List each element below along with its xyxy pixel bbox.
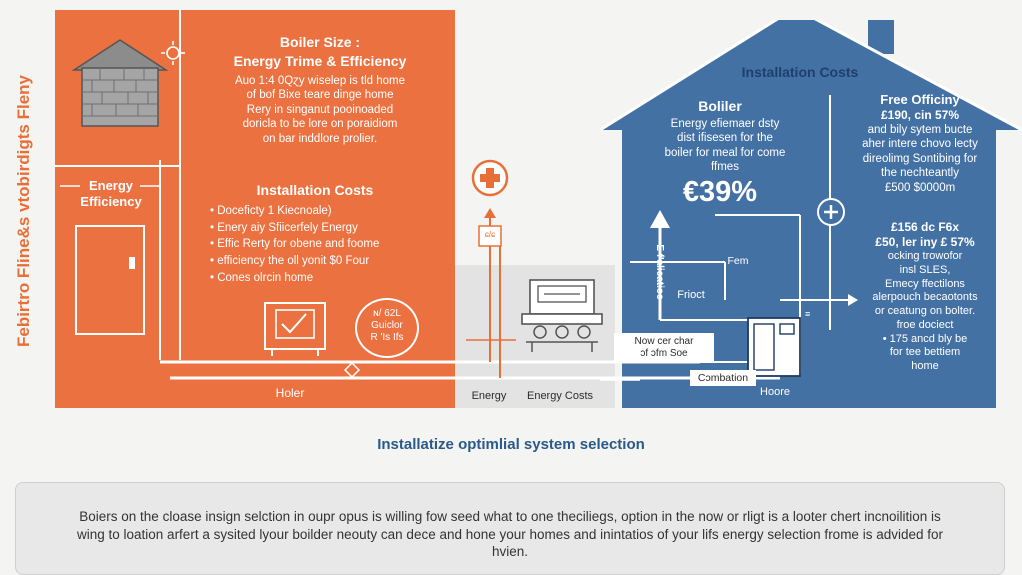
home-label: Hoore	[760, 386, 790, 398]
boiler-size-subtitle: Energy Trime & Efficiency	[233, 53, 407, 69]
free-line: £500 $0000m	[884, 181, 956, 194]
free-line: aher intere chovo lecty	[862, 138, 978, 151]
combination-label-box: Cɔmbation	[690, 370, 756, 386]
unit-tag: ≡	[805, 309, 811, 319]
energy-efficiency-line2: Efficiency	[80, 194, 142, 210]
energy-label: Energy	[471, 390, 507, 402]
boiler-description: Energy efiemaer dsty dist ifisesen for t…	[640, 117, 810, 175]
boiler-size-line: on bar inddlore prolier.	[262, 132, 378, 145]
costs-line: for tee bettiem	[889, 346, 961, 359]
house-shape	[600, 20, 1022, 408]
installation-bullet: • Enery aiy Sfiicerfely Energy	[210, 221, 358, 234]
boiler-size-line: Rery in singanut pooinoaded	[246, 103, 394, 116]
badge-text: ɴ/ 62L Guiclor R 'Is Ifs	[355, 308, 419, 344]
boiler-line: Energy efiemaer dsty	[670, 118, 780, 130]
fem-label: Fem	[727, 255, 749, 267]
costs-line: £156 dc F6x	[890, 220, 960, 234]
free-line: £190, cin 57%	[880, 108, 960, 122]
free-line: and bily sytem bucte	[867, 124, 973, 136]
installation-bullet: • Doceficty 1 Kiecnoale)	[210, 205, 332, 217]
boiler-size-line: doricla to be lore on poraidiom	[242, 118, 398, 131]
costs-line: alerpouch becaotonts	[872, 291, 978, 304]
heating-unit-icon	[747, 317, 801, 377]
free-officiny-title: Free Officiny	[880, 92, 960, 107]
badge-line: Guiclor	[371, 320, 403, 331]
installation-bullets: • Doceficty 1 Kiecnoale) • Enery aiy Sfi…	[210, 203, 450, 286]
sun-icon	[161, 41, 185, 65]
boiler-panel-door	[75, 225, 145, 335]
plus-circle-icon	[471, 159, 509, 197]
boiler-monitor-icon	[264, 302, 326, 356]
boiler-size-line: of bof Bixe teare dinge home	[246, 89, 394, 102]
brick-house-icon	[72, 39, 169, 127]
installation-bullet: • Effic Rerty for obene and foome	[210, 238, 380, 251]
stove-appliance-icon	[521, 279, 603, 352]
free-officiny-description: £190, cin 57% and bily sytem bucte aher …	[835, 108, 1005, 195]
blue-plus-icon	[817, 198, 845, 226]
free-line: the nechteantly	[880, 167, 959, 180]
costs-line: Emecy ffectilons	[885, 277, 965, 290]
boiler-big-value: €39%	[682, 176, 758, 208]
installation-bullet: • Cones olrcin home	[210, 271, 314, 284]
diagram-caption: Installatize optimlial system selection	[377, 436, 645, 453]
now-label-line: ɔf ɔfm Soe	[640, 348, 688, 359]
now-label-box: Now cer char ɔf ɔfm Soe	[614, 333, 714, 363]
boiler-size-description: Auo 1:4 0Qɀy wiselep is tld home of bof …	[195, 74, 445, 146]
costs-line: froe dociect	[896, 318, 954, 331]
costs-line: ocking trowofor	[887, 250, 963, 262]
frioct-label: Frioct	[677, 289, 705, 301]
costs-description: £156 dc F6x £50, ler iny £ 57% ocking tr…	[840, 220, 1010, 374]
costs-line: or ceatung on bolter.	[874, 305, 976, 317]
info-text: Boiers on the cloase insign selction in …	[77, 509, 943, 560]
boiler-size-title: Boiler Size :	[279, 34, 361, 50]
costs-line: £50, ler iny £ 57%	[875, 235, 975, 249]
boiler-title: Boliler	[698, 98, 742, 114]
boiler-line: dist ifisesen for the	[677, 132, 773, 145]
badge-line: ɴ/ 62L	[373, 308, 401, 319]
efficiency-badge	[355, 298, 419, 358]
boiler-size-line: Auo 1:4 0Qɀy wiselep is tld home	[234, 75, 406, 87]
small-tag-text: ɕ/ɕ	[484, 230, 496, 239]
boiler-line: ffmes	[711, 161, 739, 174]
blue-installation-title: Installation Costs	[741, 64, 859, 80]
costs-line: insl SLES,	[899, 263, 951, 276]
combination-label: Cɔmbation	[697, 372, 749, 384]
boiler-line: boiler for meal for come	[664, 146, 786, 159]
holer-label: Holer	[275, 386, 305, 400]
energy-costs-label: Energy Costs	[526, 390, 594, 402]
costs-line: • 175 ancd bly be	[882, 332, 968, 345]
vertical-blue-label: E f'alicatioc	[654, 244, 665, 300]
door-handle	[129, 257, 135, 269]
costs-line: home	[911, 360, 939, 372]
orange-installation-title: Installation Costs	[256, 182, 374, 198]
free-line: direolimg Sontibing for	[862, 152, 978, 165]
now-label-line: Now cer char	[634, 336, 694, 347]
installation-bullet: • efficiency the oll yonit $0 Four	[210, 255, 370, 268]
energy-efficiency-label: Energy Efficiency	[76, 178, 146, 211]
energy-efficiency-line1: Energy	[88, 178, 134, 193]
badge-line: R 'Is Ifs	[370, 332, 404, 343]
